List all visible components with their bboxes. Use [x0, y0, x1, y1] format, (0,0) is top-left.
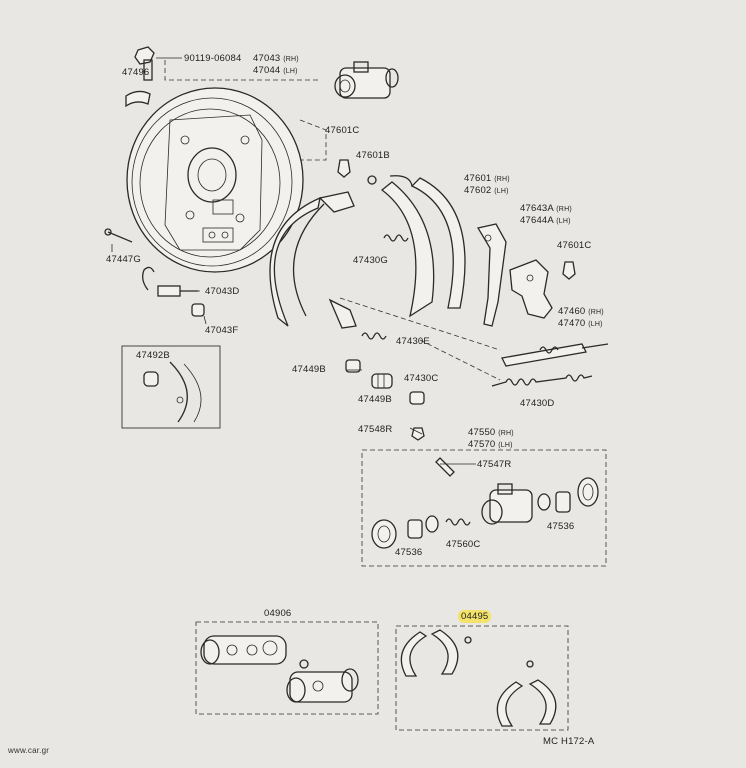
label-47430D: 47430D	[520, 398, 555, 409]
spring-47560C	[445, 518, 471, 526]
label-47043-num: 47043	[253, 53, 281, 64]
label-04906: 04906	[264, 608, 292, 619]
label-47644A-lh: (LH)	[556, 218, 571, 225]
nut-47043F	[191, 303, 205, 317]
plug-47496	[125, 90, 151, 108]
label-47470-num: 47470	[558, 318, 586, 329]
cable-47043D	[142, 266, 198, 297]
label-47550-num: 47550	[468, 427, 496, 438]
label-47643A: 47643A (RH)47644A (LH)	[520, 203, 572, 227]
label-47550: 47550 (RH)47570 (LH)	[468, 427, 514, 451]
label-47449B-top: 47449B	[292, 364, 326, 375]
label-47601-rh: (RH)	[494, 176, 510, 183]
clip-47601C	[337, 159, 351, 178]
spring-47430G	[383, 234, 409, 242]
label-47644A-num: 47644A	[520, 215, 554, 226]
label-04495: 04495	[458, 610, 492, 623]
bleeder-47548R	[411, 427, 425, 441]
spring-47430C	[371, 373, 393, 389]
label-47602-num: 47602	[464, 185, 492, 196]
label-47548R: 47548R	[358, 424, 393, 435]
clip-47601C-right	[562, 261, 576, 280]
backing-plate	[126, 87, 304, 273]
lever-47601	[476, 223, 507, 327]
brake-shoe-right	[380, 175, 466, 318]
kit-04906-box	[195, 621, 379, 715]
label-47043F: 47043F	[205, 325, 239, 336]
cup-47449B-2	[409, 391, 425, 405]
label-47601C-right: 47601C	[557, 240, 592, 251]
plug-47492B	[143, 361, 202, 423]
brake-shoe-left	[269, 191, 357, 329]
kit-04495-box	[395, 625, 569, 731]
label-47643A-num: 47643A	[520, 203, 554, 214]
spring-47430E	[361, 332, 387, 340]
label-47601B: 47601B	[356, 150, 390, 161]
spring-47430D	[491, 374, 593, 387]
label-47430G: 47430G	[353, 255, 389, 266]
label-47430E: 47430E	[396, 336, 430, 347]
cup-47536-right	[537, 477, 599, 513]
cylinder-kit-04906-parts	[200, 635, 359, 703]
label-47570-num: 47570	[468, 439, 496, 450]
label-47547R: 47547R	[477, 459, 512, 470]
label-47601C-top: 47601C	[325, 125, 360, 136]
pin-47447G	[104, 228, 133, 243]
diagram-code: MC H172-A	[543, 736, 595, 747]
label-47550-rh: (RH)	[498, 430, 514, 437]
label-47560C: 47560C	[446, 539, 481, 550]
inset-47492B	[121, 345, 221, 429]
label-47496: 47496	[122, 67, 150, 78]
cylinder-body-47550	[481, 483, 533, 525]
label-47043D: 47043D	[205, 286, 240, 297]
label-47643A-rh: (RH)	[556, 206, 572, 213]
label-47470-lh: (LH)	[588, 321, 603, 328]
label-47460-rh: (RH)	[588, 309, 604, 316]
label-47570-lh: (LH)	[498, 442, 513, 449]
bolt-90119	[134, 46, 155, 81]
shoe-kit-04495-parts	[400, 629, 557, 727]
label-47044-num: 47044	[253, 65, 281, 76]
bleeder-47547R	[435, 457, 455, 477]
label-47601-num: 47601	[464, 173, 492, 184]
cylinder-kit-box	[361, 449, 607, 567]
label-47536-left: 47536	[395, 547, 423, 558]
watermark: www.car.gr	[8, 746, 50, 755]
strut-47460	[501, 343, 609, 367]
cup-47449B	[345, 359, 361, 373]
washer-47601B	[367, 175, 377, 185]
label-47449B-bottom: 47449B	[358, 394, 392, 405]
label-47460-num: 47460	[558, 306, 586, 317]
label-47430C: 47430C	[404, 373, 439, 384]
label-47460: 47460 (RH)47470 (LH)	[558, 306, 604, 330]
label-90119-06084: 90119-06084	[184, 53, 242, 64]
label-47044-lh: (LH)	[283, 68, 298, 75]
label-47492B: 47492B	[136, 350, 170, 361]
label-47536-right: 47536	[547, 521, 575, 532]
label-47601: 47601 (RH)47602 (LH)	[464, 173, 510, 197]
wheel-cylinder-47043	[334, 61, 399, 99]
label-47043: 47043 (RH)47044 (LH)	[253, 53, 299, 77]
adjuster-47643A	[509, 259, 553, 319]
label-47043-rh: (RH)	[283, 56, 299, 63]
label-47447G: 47447G	[106, 254, 142, 265]
cup-47536-left	[407, 515, 439, 539]
boot-left	[371, 519, 397, 549]
label-47602-lh: (LH)	[494, 188, 509, 195]
